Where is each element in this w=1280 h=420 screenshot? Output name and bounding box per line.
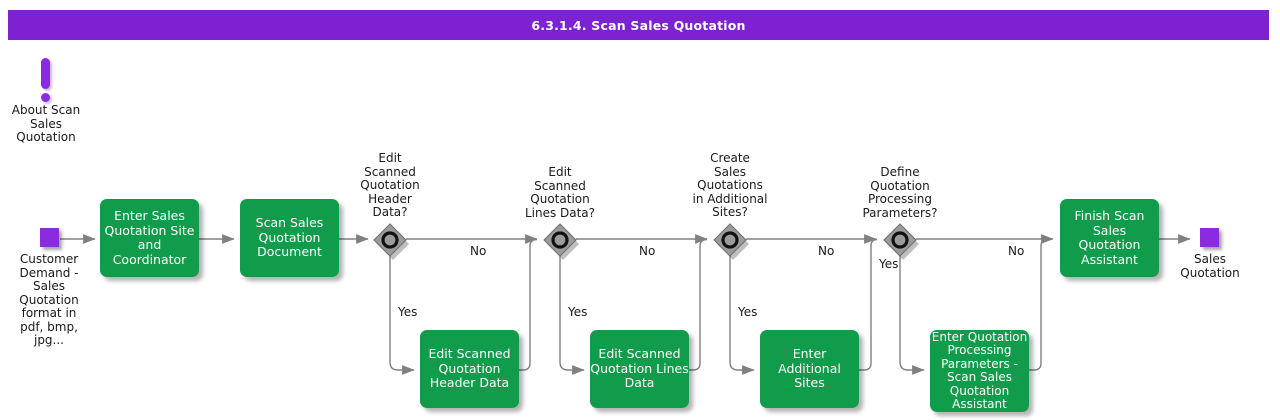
start-event-square[interactable] [40,228,59,247]
flow-d2-yes-to-edit-lines [559,256,585,375]
decision-ring-icon [721,231,739,249]
exclamation-bar [41,58,50,89]
decision-define-params[interactable] [883,223,919,260]
flow-d4-yes-to-enter-params [899,256,925,375]
about-exclamation-icon[interactable] [38,56,56,102]
about-label: About Scan Sales Quotation [11,103,81,144]
edge-label-no-4: No [1008,244,1025,258]
task-enter-params[interactable]: Enter Quotation Processing Parameters - … [930,329,1029,412]
flow-additional-sites-return [858,238,878,371]
question-additional-sites: Create Sales Quotations in Additional Si… [692,151,768,219]
edge-label-yes-4: Yes [879,257,899,271]
decision-additional-sites[interactable] [713,223,749,260]
decision-edit-lines[interactable] [543,223,579,260]
question-edit-lines: Edit Scanned Quotation Lines Data? [524,165,596,220]
edge-label-yes-1: Yes [398,305,418,319]
diagram-title-bar: 6.3.1.4. Scan Sales Quotation [8,10,1269,40]
flow-edit-lines-return [688,238,708,371]
flow-d1-yes-to-edit-header [389,256,415,375]
end-event-label: Sales Quotation [1180,252,1240,280]
diagram-title: 6.3.1.4. Scan Sales Quotation [531,17,746,33]
flow-d3-yes-to-additional-sites [729,256,755,375]
decision-ring-icon [891,231,909,249]
task-finish-assistant[interactable]: Finish Scan Sales Quotation Assistant [1060,199,1159,277]
decision-ring-icon [551,231,569,249]
flow-enter-params-return [1028,238,1049,371]
question-edit-header: Edit Scanned Quotation Header Data? [360,151,420,219]
end-event-square[interactable] [1200,228,1219,247]
question-define-params: Define Quotation Processing Parameters? [862,165,938,220]
edge-label-no-1: No [470,244,487,258]
flow-edit-header-return [518,238,538,371]
task-edit-lines[interactable]: Edit Scanned Quotation Lines Data [590,330,689,408]
edge-label-yes-2: Yes [568,305,588,319]
task-scan-doc[interactable]: Scan Sales Quotation Document [240,199,339,277]
start-event-label: Customer Demand - Sales Quotation format… [19,252,79,347]
task-additional-sites[interactable]: Enter Additional Sites [760,330,859,408]
edge-label-no-2: No [639,244,656,258]
exclamation-dot [41,93,50,102]
edge-label-yes-3: Yes [738,305,758,319]
task-enter-site[interactable]: Enter Sales Quotation Site and Coordinat… [100,199,199,277]
decision-edit-header[interactable] [373,223,409,260]
decision-ring-icon [381,231,399,249]
edge-label-no-3: No [818,244,835,258]
task-edit-header[interactable]: Edit Scanned Quotation Header Data [420,330,519,408]
